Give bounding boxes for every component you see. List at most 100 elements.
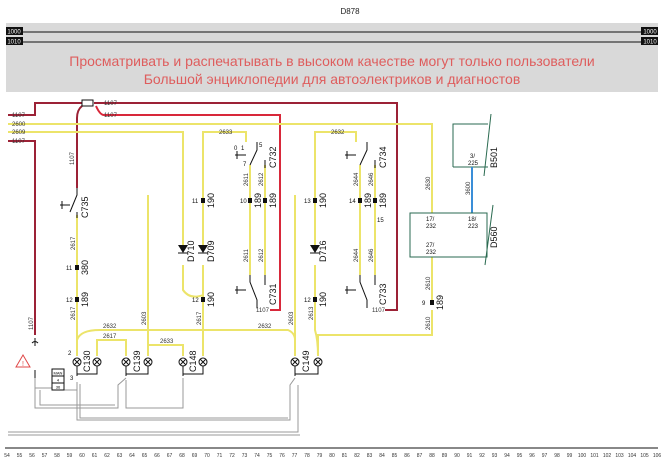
wire-2600	[8, 123, 433, 213]
svg-text:D710: D710	[186, 240, 196, 262]
lamp-c139: C139	[121, 350, 153, 376]
ruler-number: 94	[504, 453, 510, 459]
ruler-number: 71	[217, 453, 223, 459]
bus-tag	[6, 27, 23, 35]
ruler-number: 60	[79, 453, 85, 459]
svg-text:10: 10	[240, 199, 247, 205]
svg-text:189: 189	[80, 292, 90, 307]
svg-text:13: 13	[304, 199, 311, 205]
svg-text:15: 15	[377, 218, 384, 224]
switch-c735: C735	[60, 188, 90, 218]
ruler-number: 89	[442, 453, 448, 459]
wire-label: 1107	[29, 316, 35, 330]
ruler-number: 87	[417, 453, 423, 459]
wire-label: 1107	[12, 139, 26, 145]
ruler-number: 102	[603, 453, 612, 459]
ruler-number: 97	[542, 453, 548, 459]
wire-label: 2646	[369, 248, 375, 262]
svg-text:9: 9	[422, 301, 426, 307]
ruler-number: 76	[279, 453, 285, 459]
wire-label: 2609	[12, 130, 26, 136]
svg-text:C735: C735	[80, 196, 90, 218]
svg-text:MAN: MAN	[54, 371, 63, 376]
ruler-number: 58	[54, 453, 60, 459]
svg-text:11: 11	[192, 199, 199, 205]
ruler-number: 82	[354, 453, 360, 459]
svg-text:C733: C733	[378, 283, 388, 305]
wire-1107-second	[95, 105, 281, 311]
ruler-number: 93	[492, 453, 498, 459]
ruler-number: 79	[317, 453, 323, 459]
svg-text:223: 223	[468, 224, 479, 230]
module-b501: 3/ 225 B501	[452, 113, 499, 177]
wire-1107-main	[94, 102, 398, 311]
ruler-number: 70	[204, 453, 210, 459]
ruler-number: 63	[117, 453, 123, 459]
diode-d710: D710	[178, 240, 196, 262]
ruler-number: 80	[329, 453, 335, 459]
wire-2632	[314, 131, 357, 245]
bus-label: 1000	[643, 30, 657, 36]
svg-text:190: 190	[206, 193, 216, 208]
diode-d716: D716	[310, 240, 328, 262]
wire-1107-top	[8, 102, 82, 116]
wire-label: 2611	[244, 248, 250, 262]
svg-text:D560: D560	[489, 226, 499, 248]
bus-label: 1000	[7, 30, 21, 36]
svg-text:12: 12	[66, 298, 73, 304]
svg-text:189: 189	[253, 193, 263, 208]
ruler-number: 99	[567, 453, 573, 459]
svg-text:C139: C139	[132, 350, 142, 372]
wire-label: 3600	[466, 181, 472, 195]
bus-tag	[641, 27, 658, 35]
ruler-number: 88	[429, 453, 435, 459]
wire-label: 2617	[197, 311, 203, 325]
switch-c733: C733	[345, 275, 388, 308]
svg-text:C732: C732	[268, 146, 278, 168]
ruler-number: 105	[640, 453, 649, 459]
wire-label: 2632	[331, 130, 345, 136]
bus-tag	[641, 37, 658, 45]
wire-2613	[314, 265, 319, 357]
wire-2617-bus	[96, 339, 127, 356]
wire-label: 2632	[258, 324, 272, 330]
svg-text:3/: 3/	[470, 154, 475, 160]
diagram-title: D878	[340, 7, 360, 16]
watermark-line-1: Просматривать и распечатывать в высоком …	[69, 53, 594, 69]
ruler-number: 55	[17, 453, 23, 459]
ruler-number: 73	[242, 453, 248, 459]
ruler-number: 74	[254, 453, 260, 459]
wire-label: 2646	[369, 172, 375, 186]
pin-label: 3	[70, 376, 74, 382]
svg-text:380: 380	[80, 260, 90, 275]
svg-text:C130: C130	[82, 350, 92, 372]
svg-text:12: 12	[192, 298, 199, 304]
svg-text:232: 232	[426, 224, 437, 230]
wire-label: 2612	[259, 248, 265, 262]
svg-text:C148: C148	[188, 350, 198, 372]
ruler-number: 59	[67, 453, 73, 459]
svg-text:C149: C149	[301, 350, 311, 372]
connector-189: 189	[263, 193, 278, 208]
svg-text:C731: C731	[268, 283, 278, 305]
wire-label: 2617	[71, 306, 77, 320]
connector-190: 11 190	[192, 193, 216, 208]
ruler-number: 101	[590, 453, 599, 459]
ruler-number: 54	[4, 453, 10, 459]
ruler-number: 66	[154, 453, 160, 459]
wire-2609	[8, 131, 184, 245]
pin-label: 0	[234, 146, 238, 152]
ruler-number: 85	[392, 453, 398, 459]
wire-2633	[202, 131, 247, 245]
bus-label: 1010	[643, 40, 657, 46]
switch-c731: C731	[235, 275, 278, 308]
svg-text:D709: D709	[206, 240, 216, 262]
ruler-number: 78	[304, 453, 310, 459]
svg-text:189: 189	[268, 193, 278, 208]
